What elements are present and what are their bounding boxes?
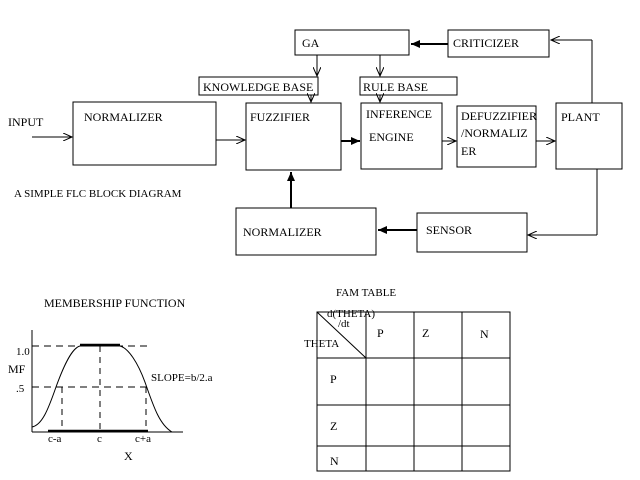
membership-x-label: X xyxy=(124,449,133,463)
fam-col-header-z: Z xyxy=(422,326,429,340)
membership-x-tick-c-minus-a: c-a xyxy=(48,433,62,445)
knowledge-base-block: KNOWLEDGE BASE xyxy=(198,76,319,96)
diagram-caption: A SIMPLE FLC BLOCK DIAGRAM xyxy=(14,188,182,200)
ga-block: GA xyxy=(294,29,410,56)
sensor-block: SENSOR xyxy=(416,212,528,253)
fam-col-header-n: N xyxy=(480,327,489,341)
membership-y-label: MF xyxy=(8,362,26,376)
inference-label-line2: ENGINE xyxy=(369,130,414,144)
defuzzifier-label-line2: /NORMALIZ xyxy=(461,126,528,140)
inference-label-line1: INFERENCE xyxy=(366,107,432,121)
criticizer-block: CRITICIZER xyxy=(447,29,550,58)
ga-label: GA xyxy=(302,36,320,50)
membership-y-tick-mid: .5 xyxy=(16,383,25,395)
normalizer-feedback-block: NORMALIZER xyxy=(235,207,377,256)
membership-x-tick-c-plus-a: c+a xyxy=(135,433,151,445)
normalizer-input-label: NORMALIZER xyxy=(84,110,163,124)
fam-col-header-p: P xyxy=(377,326,384,340)
fuzzifier-block: FUZZIFIER xyxy=(245,102,342,171)
criticizer-label: CRITICIZER xyxy=(453,36,519,50)
fuzzifier-label: FUZZIFIER xyxy=(250,110,310,124)
sensor-label: SENSOR xyxy=(426,223,472,237)
fam-row-header-p: P xyxy=(330,372,337,386)
fam-row-header-z: Z xyxy=(330,419,337,433)
membership-title: MEMBERSHIP FUNCTION xyxy=(44,296,186,310)
fam-corner-top-line2: /dt xyxy=(338,318,350,330)
fam-row-header-n: N xyxy=(330,454,339,468)
normalizer-input-block: NORMALIZER xyxy=(72,101,217,166)
fam-corner-diagonal xyxy=(316,311,367,359)
input-label: INPUT xyxy=(8,115,44,129)
membership-x-tick-c: c xyxy=(97,433,102,445)
normalizer-feedback-label: NORMALIZER xyxy=(243,225,322,239)
rule-base-block: RULE BASE xyxy=(359,76,458,96)
membership-y-tick-high: 1.0 xyxy=(16,346,30,358)
fam-table xyxy=(316,311,511,472)
inference-engine-block: INFERENCE ENGINE xyxy=(360,102,443,170)
knowledge-base-label: KNOWLEDGE BASE xyxy=(203,80,313,94)
membership-plot xyxy=(31,330,183,433)
plant-label: PLANT xyxy=(561,110,600,124)
membership-slope-label: SLOPE=b/2.a xyxy=(151,372,213,384)
fam-corner-top-line1: d(THETA) xyxy=(327,308,375,320)
fam-corner-bottom: THETA xyxy=(304,338,339,350)
defuzzifier-label-line3: ER xyxy=(461,144,476,158)
rule-base-label: RULE BASE xyxy=(363,80,428,94)
fam-table-title: FAM TABLE xyxy=(336,287,396,299)
defuzzifier-label-line1: DEFUZZIFIER xyxy=(461,109,537,123)
plant-block: PLANT xyxy=(555,102,623,170)
defuzzifier-block: DEFUZZIFIER /NORMALIZ ER xyxy=(456,105,537,168)
membership-curve xyxy=(31,345,173,433)
